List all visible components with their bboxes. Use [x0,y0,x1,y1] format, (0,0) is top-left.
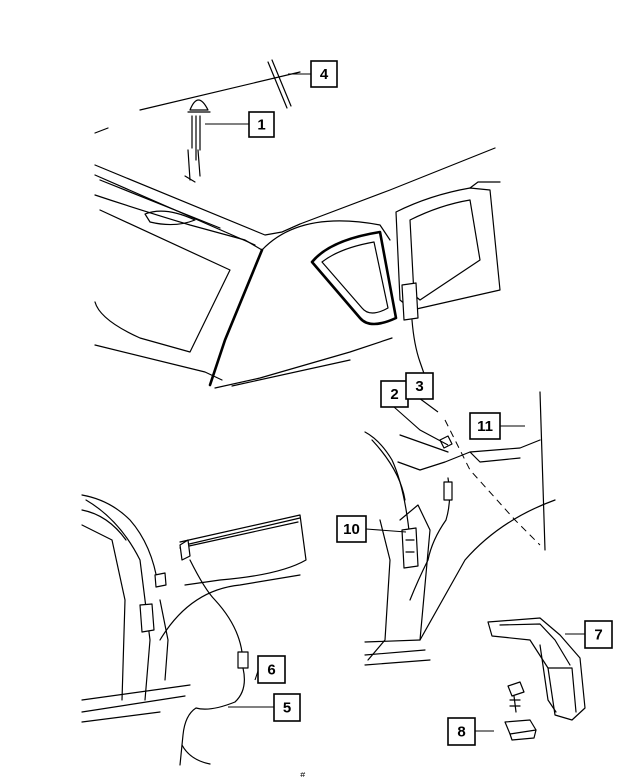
callout-label: 5 [283,700,291,717]
callout-label: 3 [415,378,423,395]
callout-1: 1 [248,111,275,138]
callout-label: 7 [594,627,602,644]
callout-label: 10 [343,521,360,538]
footer-text: # [300,771,359,777]
front-fender-illustration [81,494,307,766]
callout-label: 4 [320,66,329,83]
callout-4: 4 [310,60,338,88]
callout-6: 6 [257,655,286,684]
callout-label: 11 [477,418,493,435]
callout-3: 3 [405,372,434,400]
callout-label: 6 [267,662,275,679]
callout-5: 5 [273,693,301,722]
callout-11: 11 [469,412,501,440]
callout-7: 7 [584,620,613,649]
callout-8: 8 [447,717,476,746]
callout-label: 1 [257,117,265,134]
roof-antenna-illustration [94,59,301,183]
callout-label: 2 [390,386,398,403]
callout-10: 10 [336,515,367,543]
bracket-illustration [487,617,586,741]
rear-quarter-illustration [364,391,556,666]
callout-label: 8 [457,724,465,741]
vehicle-body-illustration [94,147,501,389]
callout-2: 2 [380,380,409,408]
